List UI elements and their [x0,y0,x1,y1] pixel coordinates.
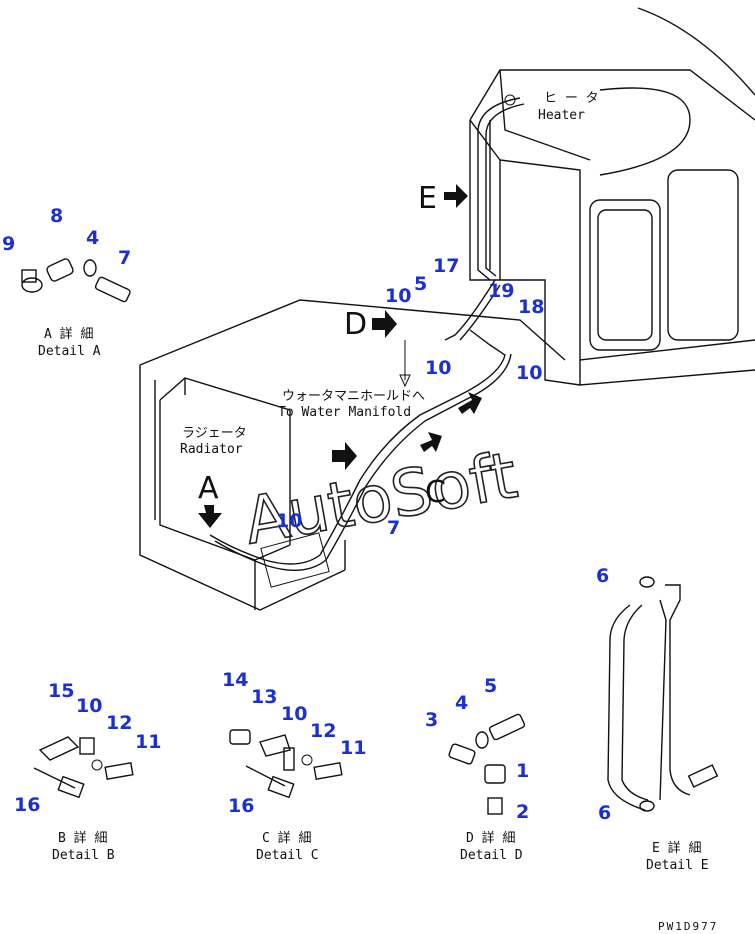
callout-main-7: 7 [387,517,400,539]
callout-d-5: 5 [484,675,497,697]
view-arrow-b [332,442,357,470]
callout-main-19: 19 [488,280,514,302]
callout-a-4: 4 [86,227,99,249]
detail-c-title-en: Detail C [256,848,319,863]
heater-hose [444,94,525,341]
callout-d-3: 3 [425,709,438,731]
callout-b-10: 10 [76,695,102,717]
detail-a-title-jp: A 詳 細 [44,326,93,342]
radiator-label-jp: ラジェータ [182,426,247,441]
view-arrow-d [372,310,397,338]
detail-b-parts [33,736,134,799]
detail-c-title-jp: C 詳 細 [262,830,311,846]
callout-c-14: 14 [222,669,248,691]
callout-a-8: 8 [50,205,63,227]
detail-a-title-en: Detail A [38,344,101,359]
manifold-label-jp: ウォータマニホールドへ [282,389,425,404]
callout-e-6-bottom: 6 [598,802,611,824]
callout-c-13: 13 [251,686,277,708]
callout-d-2: 2 [516,801,529,823]
detail-e-title-jp: E 詳 細 [652,840,701,856]
engine-body [139,299,566,611]
callout-main-10d: 10 [276,510,302,532]
detail-e-parts [607,576,719,812]
callout-d-1: 1 [516,760,529,782]
callout-main-10b: 10 [516,362,542,384]
view-letter-d: D [344,307,367,342]
detail-e-title-en: Detail E [646,858,709,873]
callout-b-12: 12 [106,712,132,734]
callout-a-9: 9 [2,233,15,255]
callout-main-5: 5 [414,273,427,295]
watermark: AutoSoft [239,439,523,560]
callout-d-4: 4 [455,692,468,714]
callout-c-11: 11 [340,737,366,759]
view-arrow-e [444,184,468,208]
heater-label-jp: ヒ ー タ [544,91,599,106]
manifold-label-en: To Water Manifold [278,405,411,420]
view-arrows [198,184,482,528]
callout-b-15: 15 [48,680,74,702]
callout-main-10c: 10 [425,357,451,379]
detail-d-title-en: Detail D [460,848,523,863]
callout-e-6-top: 6 [596,565,609,587]
detail-d-title-jp: D 詳 細 [466,830,515,846]
radiator-label-en: Radiator [180,442,243,457]
detail-d-parts [448,713,526,815]
callout-main-18: 18 [518,296,544,318]
callout-main-10a: 10 [385,285,411,307]
callout-b-11: 11 [135,731,161,753]
view-letter-a: A [198,471,219,506]
view-arrow-c [420,432,442,452]
detail-a-parts [21,258,131,303]
cab-drawing [469,7,755,386]
heater-label-en: Heater [538,108,585,123]
callout-a-7: 7 [118,247,131,269]
detail-b-title-jp: B 詳 細 [58,830,107,846]
view-letter-c: C [425,475,446,510]
view-arrow-a [198,505,222,528]
view-letter-e: E [418,181,437,216]
callout-c-12: 12 [310,720,336,742]
callout-c-16: 16 [228,795,254,817]
detail-c-parts [229,729,343,799]
view-arrow-c2 [458,392,482,414]
callout-b-16: 16 [14,794,40,816]
detail-b-title-en: Detail B [52,848,115,863]
callout-c-10: 10 [281,703,307,725]
callout-main-17: 17 [433,255,459,277]
drawing-code: PW1D977 [658,920,718,933]
